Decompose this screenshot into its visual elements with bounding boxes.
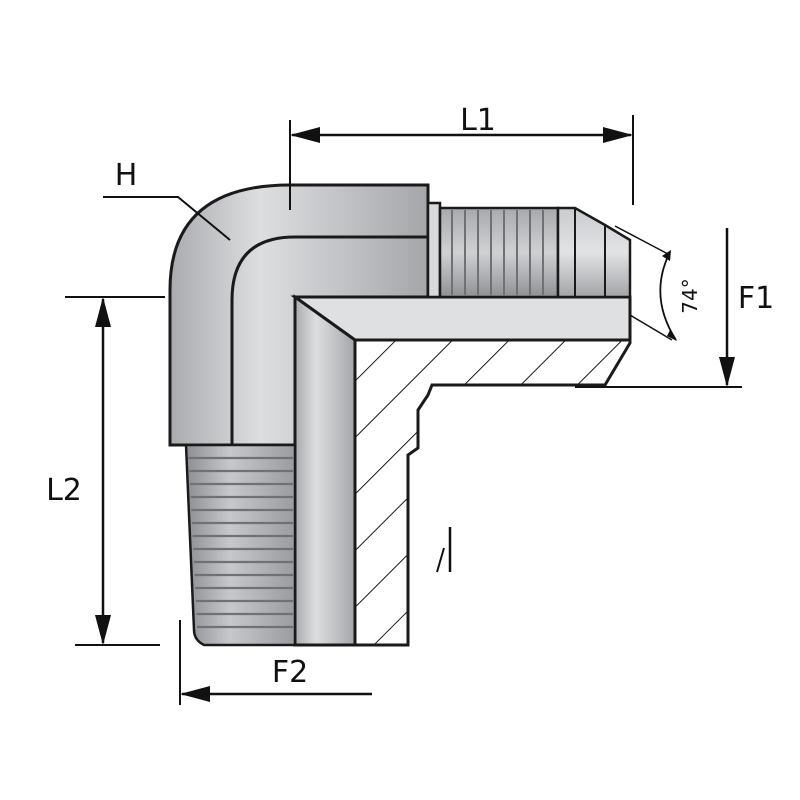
dimension-l1: L1 — [289, 103, 634, 210]
vertical-bore-face — [293, 294, 357, 647]
hex-leader-line — [103, 196, 231, 241]
angle-line-bottom — [629, 314, 673, 341]
jic-flare-cone — [556, 206, 632, 299]
flare-angle-label: 74° — [678, 278, 702, 313]
thread-f1-callout: F1 — [575, 228, 774, 388]
angle-arrow-top — [662, 250, 671, 261]
jic-thread-ridges — [451, 210, 544, 295]
angle-line-top — [614, 225, 669, 255]
angle-arc — [659, 251, 677, 341]
angle-arrow-bottom — [667, 330, 677, 341]
l2-label: L2 — [46, 473, 82, 508]
jic-thread-body — [426, 201, 442, 299]
section-mark-tick — [436, 547, 445, 573]
npt-thread-body — [184, 443, 297, 647]
dimension-l2: L2 — [46, 296, 165, 646]
cross-section — [353, 338, 632, 647]
f1-label: F1 — [738, 281, 774, 316]
npt-thread — [184, 443, 297, 647]
hex-label: H — [115, 158, 138, 193]
hex-inner-edge — [230, 235, 428, 445]
section-hatch — [355, 340, 630, 645]
hex-callout: H — [103, 158, 231, 241]
jic-thread-rect — [438, 206, 560, 299]
l1-label: L1 — [460, 103, 496, 138]
jic-thread — [426, 201, 632, 299]
thread-f2-callout: F2 — [179, 620, 372, 705]
npt-thread-ridges — [188, 456, 293, 629]
f2-label: F2 — [272, 655, 308, 690]
flare-angle-callout: 74° — [614, 225, 702, 341]
